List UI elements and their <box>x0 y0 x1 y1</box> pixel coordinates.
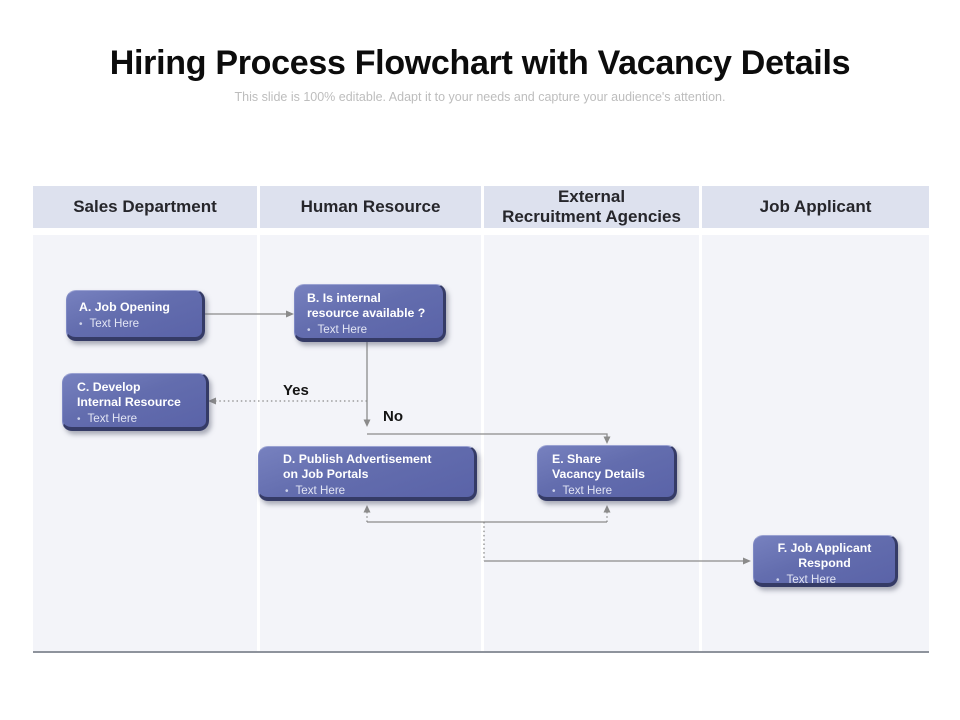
node-bullet-row: • Text Here <box>295 323 443 336</box>
bullet-text: Text Here <box>89 317 140 330</box>
node-bullet-row: • Text Here <box>67 317 202 330</box>
bullet-dot: • <box>776 575 780 586</box>
bullet-dot: • <box>285 486 289 497</box>
slide-subtitle: This slide is 100% editable. Adapt it to… <box>234 90 726 104</box>
edge-label-no: No <box>383 408 403 425</box>
lane-header-external-recruitment-agencies: External Recruitment Agencies <box>484 186 699 228</box>
lane-body-external-recruitment-agencies <box>484 235 699 651</box>
node-title: C. Develop Internal Resource <box>77 380 181 409</box>
flow-node-a-job-opening: A. Job Opening • Text Here <box>66 290 205 341</box>
flow-node-f-job-applicant-respond: F. Job Applicant Respond • Text Here <box>753 535 898 587</box>
node-title: F. Job Applicant Respond <box>777 541 872 570</box>
bullet-text: Text Here <box>87 412 138 425</box>
lane-header-job-applicant: Job Applicant <box>702 186 929 228</box>
lane-body-job-applicant <box>702 235 929 651</box>
flow-node-c-develop-internal-resource: C. Develop Internal Resource • Text Here <box>62 373 209 431</box>
bullet-dot: • <box>307 325 311 336</box>
node-title: A. Job Opening <box>79 300 170 314</box>
node-bullet-row: • Text Here <box>259 484 474 497</box>
flow-node-d-publish-advertisement: D. Publish Advertisement on Job Portals … <box>258 446 477 501</box>
bullet-text: Text Here <box>295 484 346 497</box>
flow-node-e-share-vacancy-details: E. Share Vacancy Details • Text Here <box>537 445 677 501</box>
node-bullet-row: • Text Here <box>63 412 206 425</box>
node-title: D. Publish Advertisement on Job Portals <box>283 452 432 481</box>
bullet-text: Text Here <box>562 484 613 497</box>
lane-header-sales-department: Sales Department <box>33 186 257 228</box>
node-bullet-row: • Text Here <box>754 573 895 586</box>
bullet-dot: • <box>79 319 83 330</box>
lane-header-row: Sales Department Human Resource External… <box>33 186 929 228</box>
bullet-dot: • <box>77 414 81 425</box>
node-bullet-row: • Text Here <box>538 484 674 497</box>
edge-label-yes: Yes <box>283 382 309 399</box>
bullet-text: Text Here <box>786 573 837 586</box>
slide-title: Hiring Process Flowchart with Vacancy De… <box>109 44 851 82</box>
lane-header-human-resource: Human Resource <box>260 186 481 228</box>
bullet-dot: • <box>552 486 556 497</box>
flow-node-b-is-internal-resource-available: B. Is internal resource available ? • Te… <box>294 284 446 342</box>
bullet-text: Text Here <box>317 323 368 336</box>
node-title: E. Share Vacancy Details <box>552 452 645 481</box>
node-title: B. Is internal resource available ? <box>307 291 426 320</box>
